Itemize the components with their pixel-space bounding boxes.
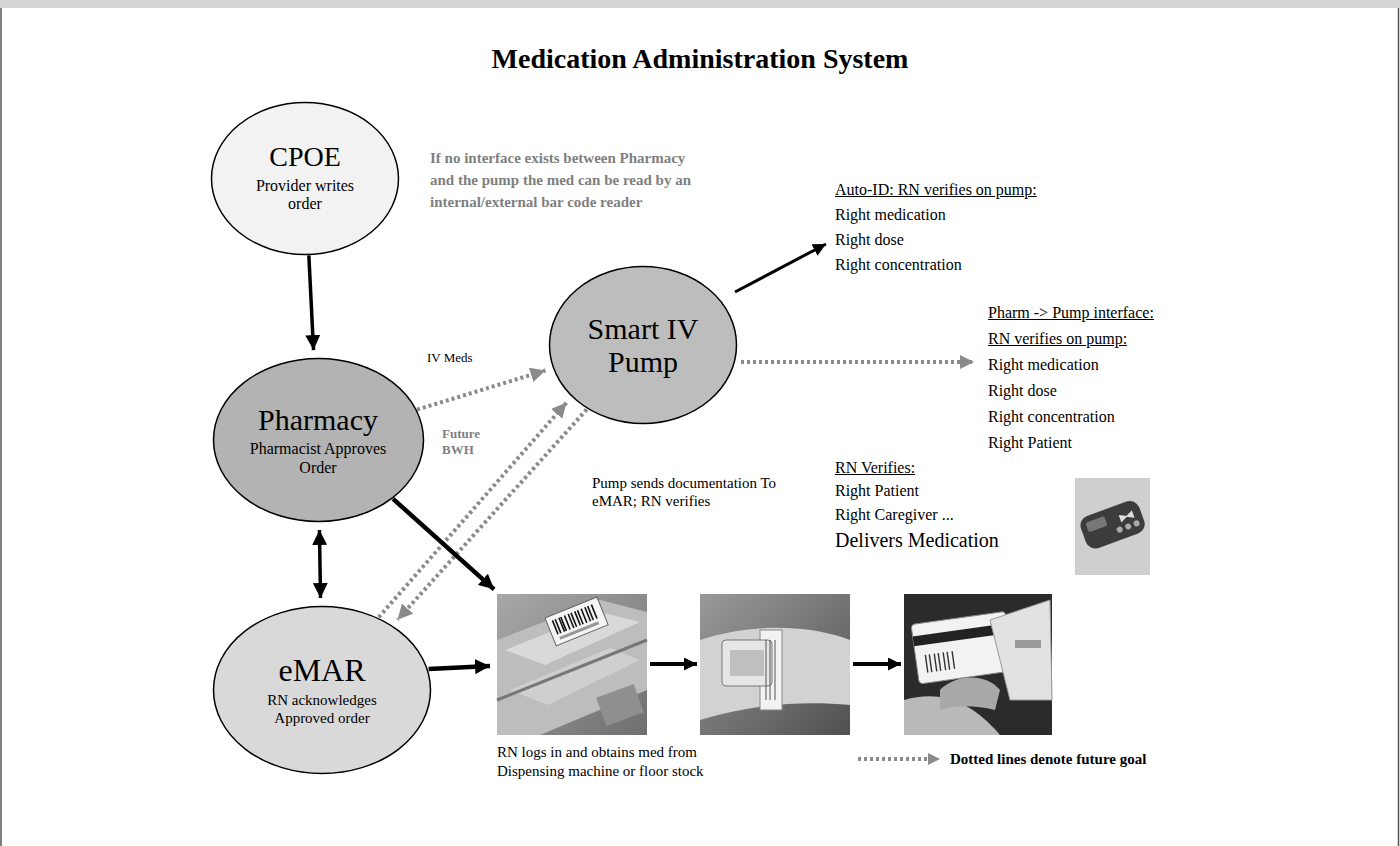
- note-text: If no interface exists between Pharmacy …: [430, 148, 698, 213]
- list-item: Right concentration: [835, 255, 962, 274]
- list-item: Right medication: [835, 205, 946, 224]
- flow-connector: [309, 255, 314, 350]
- flow-arrow: [853, 662, 901, 666]
- flow-connector: [393, 499, 494, 589]
- flow-arrow: [650, 662, 697, 666]
- list-heading: Auto-ID: RN verifies on pump:: [835, 180, 1037, 199]
- scanner-photo: [1075, 478, 1150, 575]
- photo-frame: [497, 594, 647, 735]
- top-bar: [0, 0, 1400, 8]
- flow-connector: [319, 530, 320, 598]
- future-connector: [417, 370, 545, 409]
- node-text: Provider writes order: [246, 177, 364, 214]
- badge-photo: [904, 594, 1052, 735]
- dispensing-photo-box: RN logs in and obtains med from Dispensi…: [497, 594, 647, 735]
- edge-label: Pump sends documentation To eMAR; RN ver…: [590, 474, 784, 510]
- circle-shape: [550, 267, 737, 424]
- list-item: Right Patient: [988, 433, 1072, 452]
- list-item: Right concentration: [988, 407, 1115, 426]
- legend-text: Dotted lines denote future goal: [950, 750, 1146, 768]
- system-circle: Smart IV Pump: [548, 265, 738, 425]
- list-item: Right Caregiver ...: [835, 505, 954, 524]
- list-heading: RN Verifies:: [835, 458, 915, 477]
- node-title: Smart IV Pump: [579, 312, 707, 378]
- list-item: Right Patient: [835, 481, 919, 500]
- dispensing-photo: [497, 594, 647, 735]
- flow-connector: [429, 666, 490, 669]
- pointer-arrow: [735, 244, 826, 292]
- circle-outline: [212, 605, 432, 775]
- node-text: RN acknowledges Approved order: [256, 692, 388, 727]
- list-item: Delivers Medication: [835, 528, 999, 552]
- frame-line: [0, 8, 2, 846]
- future-pointer-arrow: [741, 360, 974, 364]
- circle-shape: [213, 359, 423, 522]
- circle-shape: [212, 102, 399, 254]
- wristband-photo: [700, 594, 850, 735]
- system-circle: CPOE Provider writes order: [210, 101, 400, 256]
- legend-entry: Dotted lines denote future goal: [856, 750, 1146, 768]
- diagram-title: Medication Administration System: [0, 42, 1400, 76]
- list-item: Right medication: [988, 355, 1099, 374]
- system-circle: PharmacyPharmacist Approves Order: [212, 357, 425, 523]
- circle-shape: [214, 607, 431, 774]
- photo-caption: RN logs in and obtains med from Dispensi…: [497, 743, 742, 781]
- frame-line: [1398, 8, 1400, 846]
- node-title: CPOE: [269, 142, 341, 173]
- node-title: Pharmacy: [258, 403, 378, 436]
- list-item: Right dose: [835, 230, 904, 249]
- system-circle: eMAR RN acknowledges Approved order: [212, 605, 432, 775]
- edge-label: IV Meds: [425, 350, 475, 366]
- list-heading: RN verifies on pump:: [988, 329, 1127, 348]
- edge-label: Future BWH: [440, 426, 498, 457]
- legend-line-sample: [856, 752, 942, 766]
- node-text: Pharmacist Approves Order: [243, 440, 393, 477]
- node-title: eMAR: [278, 653, 365, 688]
- list-heading: Pharm -> Pump interface:: [988, 303, 1154, 322]
- list-item: Right dose: [988, 381, 1057, 400]
- circle-outline: [212, 357, 425, 523]
